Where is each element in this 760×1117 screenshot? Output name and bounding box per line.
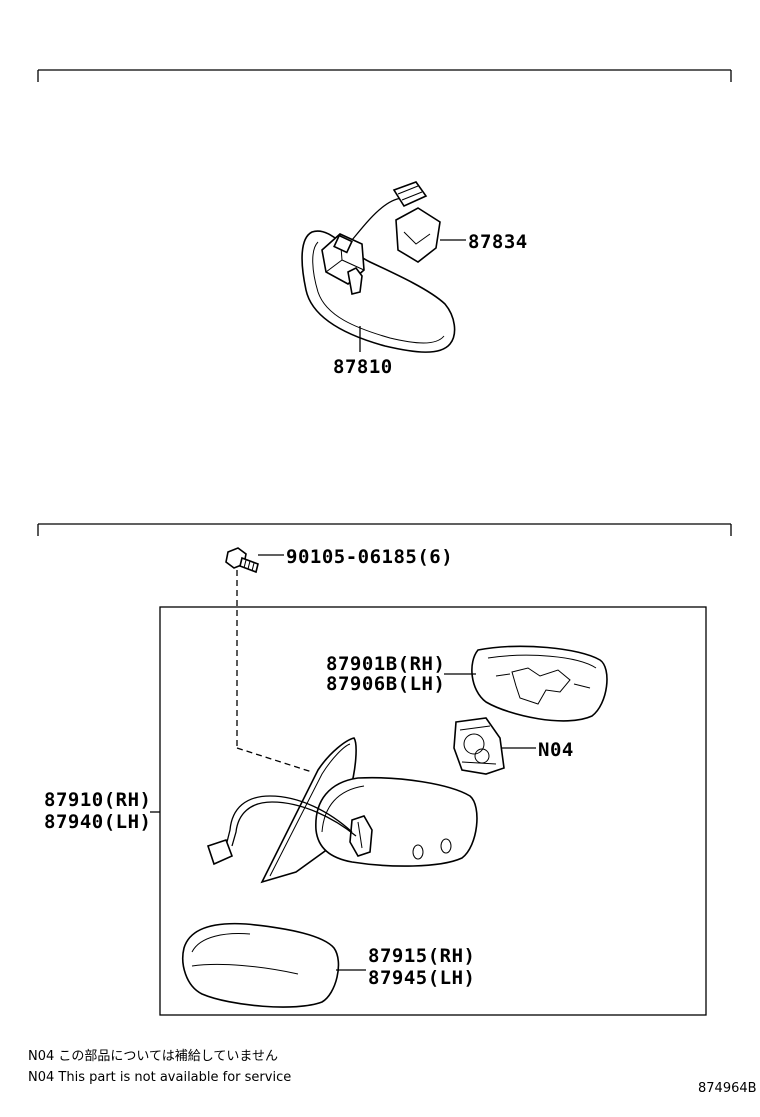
callout-87901b: 87901B(RH) <box>326 653 445 675</box>
callout-87940: 87940(LH) <box>44 811 151 833</box>
mirror-glass-illustration <box>444 645 608 722</box>
section-bracket-top <box>37 69 732 82</box>
assembly-box <box>159 606 707 1016</box>
bolt-illustration <box>225 547 313 773</box>
callout-87945: 87945(LH) <box>368 967 475 989</box>
note-jp: N04 この部品については補給していません <box>28 1049 278 1064</box>
callout-bolt: 90105-06185(6) <box>286 546 453 568</box>
callout-87910: 87910(RH) <box>44 789 151 811</box>
section-bracket-bottom <box>37 523 732 536</box>
callout-87834: 87834 <box>468 231 528 253</box>
diagram-code: 874964B <box>698 1081 757 1096</box>
callout-87906b: 87906B(LH) <box>326 673 445 695</box>
mirror-actuator-illustration <box>453 717 536 775</box>
mirror-cover-illustration <box>182 922 366 1008</box>
note-en: N04 This part is not available for servi… <box>28 1070 291 1085</box>
callout-87915: 87915(RH) <box>368 945 475 967</box>
callout-n04: N04 <box>538 739 574 761</box>
inner-mirror-illustration <box>301 181 466 353</box>
outer-mirror-housing-illustration <box>150 737 478 884</box>
callout-87810: 87810 <box>333 356 393 378</box>
